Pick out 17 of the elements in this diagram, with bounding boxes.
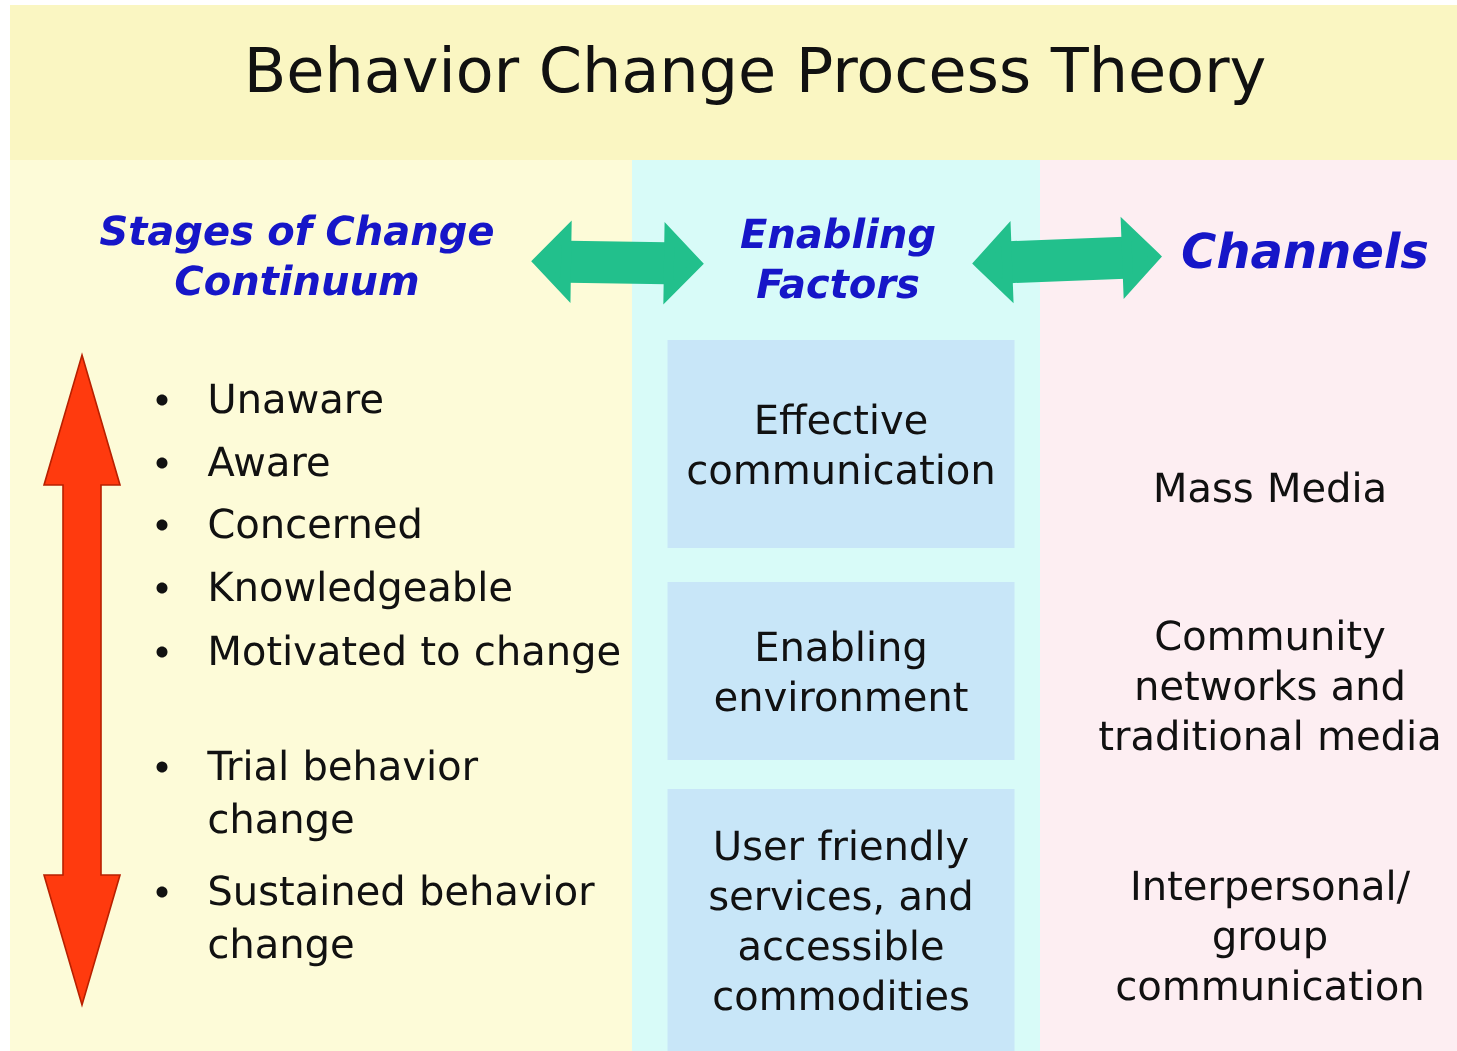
heading-text: Channels bbox=[1182, 231, 1428, 269]
heading-text: Stages of Change Continuum bbox=[100, 214, 493, 296]
bullet-item: Aware bbox=[156, 446, 329, 477]
process-box: Enabling environment bbox=[667, 582, 1015, 760]
bullet-item: Trial behavior change bbox=[156, 749, 479, 842]
channel-text: Interpersonal/ group communication bbox=[1117, 869, 1422, 1001]
process-box: User friendly services, and accessible commodities bbox=[667, 789, 1015, 1051]
process-box: Effective communication bbox=[667, 340, 1015, 548]
channel-text: Community networks and traditional media bbox=[1099, 619, 1439, 751]
channel-text: Mass Media bbox=[1156, 471, 1384, 503]
bullet-item: Motivated to change bbox=[156, 634, 619, 674]
bullet-item: Unaware bbox=[156, 383, 382, 414]
bullet-item: Knowledgeable bbox=[156, 570, 511, 610]
title-banner: Behavior Change Process Theory bbox=[10, 5, 1457, 160]
bullet-item: Concerned bbox=[156, 507, 420, 539]
bullet-item: Sustained behavior change bbox=[156, 874, 595, 967]
heading-text: Enabling Factors bbox=[740, 217, 935, 299]
